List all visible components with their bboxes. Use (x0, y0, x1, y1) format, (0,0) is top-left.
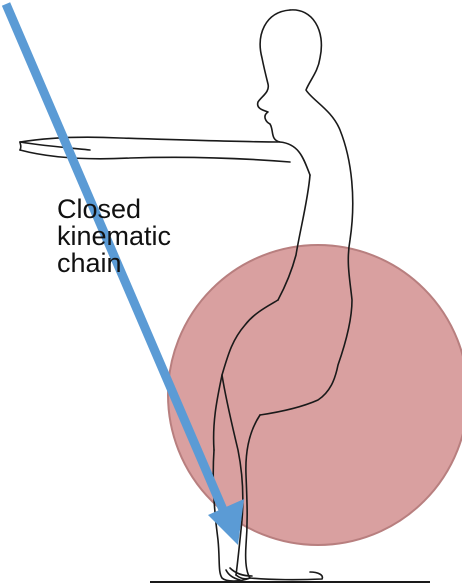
label-line-1: Closed (57, 196, 171, 223)
diagram-label: Closed kinematic chain (57, 196, 171, 277)
pink-circle-icon (168, 245, 462, 545)
label-line-3: chain (57, 250, 171, 277)
label-line-2: kinematic (57, 223, 171, 250)
